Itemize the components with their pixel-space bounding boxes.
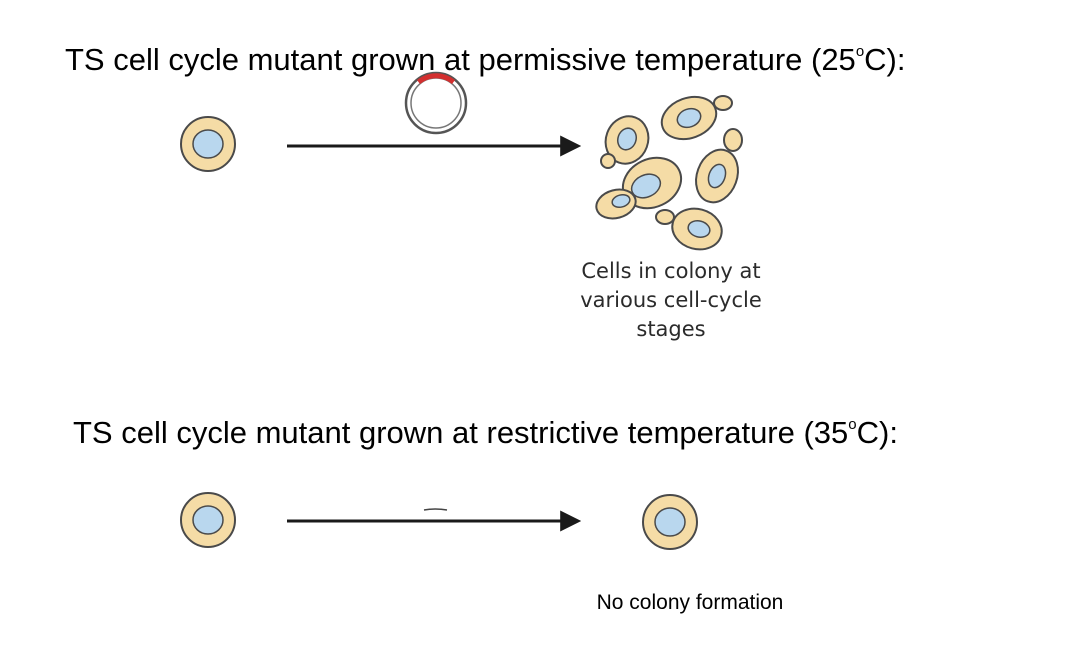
arrow-artifact-mark [423,508,448,511]
colony-caption: Cells in colony at various cell-cycle st… [526,257,816,344]
colony-caption-line: Cells in colony at [581,259,761,283]
permissive-heading: TS cell cycle mutant grown at permissive… [65,42,906,77]
restrictive-heading: TS cell cycle mutant grown at restrictiv… [73,415,898,450]
colony-caption-line: stages [636,317,706,341]
start-cell-restrictive [180,492,236,548]
cell-colony [595,95,743,251]
start-cell-permissive [180,116,236,172]
end-cell-restrictive [642,494,698,550]
no-colony-caption: No colony formation [596,591,784,614]
colony-caption-line: various cell-cycle [580,288,762,312]
plasmid-icon [404,71,468,135]
